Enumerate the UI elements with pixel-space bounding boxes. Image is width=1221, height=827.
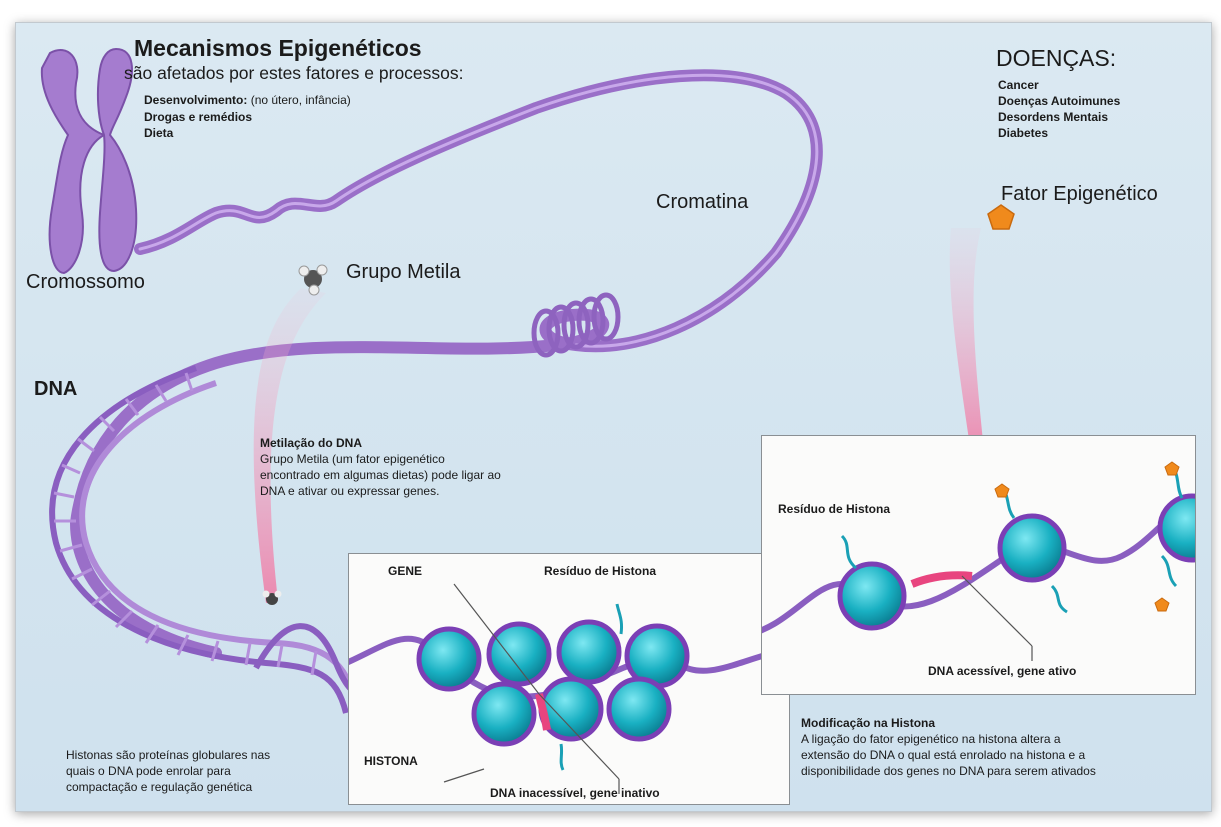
histone-modification-line: disponibilidade dos genes no DNA para se… [801, 763, 1096, 779]
factor-arrow [950, 228, 984, 453]
histone-modification-heading: Modificação na Histona [801, 715, 1096, 731]
main-title: Mecanismos Epigenéticos [134, 35, 422, 62]
gene-label: GENE [388, 563, 422, 579]
active-gene-box [761, 435, 1196, 695]
histone-open [762, 436, 1195, 694]
disease-item: Diabetes [998, 125, 1120, 141]
histones-note-line: compactação e regulação genética [66, 779, 270, 795]
methylation-line: DNA e ativar ou expressar genes. [260, 483, 501, 499]
methyl-group-label: Grupo Metila [346, 261, 461, 284]
methylation-heading: Metilação do DNA [260, 435, 501, 451]
histone-label: HISTONA [364, 753, 418, 769]
dna-label: DNA [34, 378, 77, 401]
histone-modification-text: Modificação na Histona A ligação do fato… [801, 715, 1096, 779]
disease-item: Desordens Mentais [998, 109, 1120, 125]
subtitle: são afetados por estes fatores e process… [124, 63, 464, 84]
disease-item: Doenças Autoimunes [998, 93, 1120, 109]
histones-note: Histonas são proteínas globulares nas qu… [66, 747, 270, 795]
histone-modification-line: extensão do DNA o qual está enrolado na … [801, 747, 1096, 763]
dna-inaccessible-label: DNA inacessível, gene inativo [490, 785, 660, 801]
chromatin-label: Cromatina [656, 191, 748, 214]
dna-accessible-label: DNA acessível, gene ativo [928, 663, 1076, 679]
epigenetic-factor-label: Fator Epigenético [1001, 183, 1158, 206]
factor-item: Dieta [144, 125, 351, 141]
factor-item: Drogas e remédios [144, 109, 351, 125]
histone-residue-label-right: Resíduo de Histona [778, 501, 890, 517]
disease-list: Cancer Doenças Autoimunes Desordens Ment… [998, 77, 1120, 141]
methylation-text: Metilação do DNA Grupo Metila (um fator … [260, 435, 501, 499]
chromosome-label: Cromossomo [26, 271, 145, 294]
factor-item: Desenvolvimento: (no útero, infância) [144, 91, 351, 109]
diagram-panel: Mecanismos Epigenéticos são afetados por… [15, 22, 1212, 812]
histones-note-line: Histonas são proteínas globulares nas [66, 747, 270, 763]
histone-residue-label-left: Resíduo de Histona [544, 563, 656, 579]
diseases-heading: DOENÇAS: [996, 45, 1116, 72]
histones-note-line: quais o DNA pode enrolar para [66, 763, 270, 779]
epigenetic-factor-icon [988, 205, 1014, 229]
chromosome-shape [42, 49, 136, 273]
histone-modification-line: A ligação do fator epigenético na histon… [801, 731, 1096, 747]
factor-list: Desenvolvimento: (no útero, infância) Dr… [144, 91, 351, 141]
methylation-line: Grupo Metila (um fator epigenético [260, 451, 501, 467]
methylation-line: encontrado em algumas dietas) pode ligar… [260, 467, 501, 483]
disease-item: Cancer [998, 77, 1120, 93]
